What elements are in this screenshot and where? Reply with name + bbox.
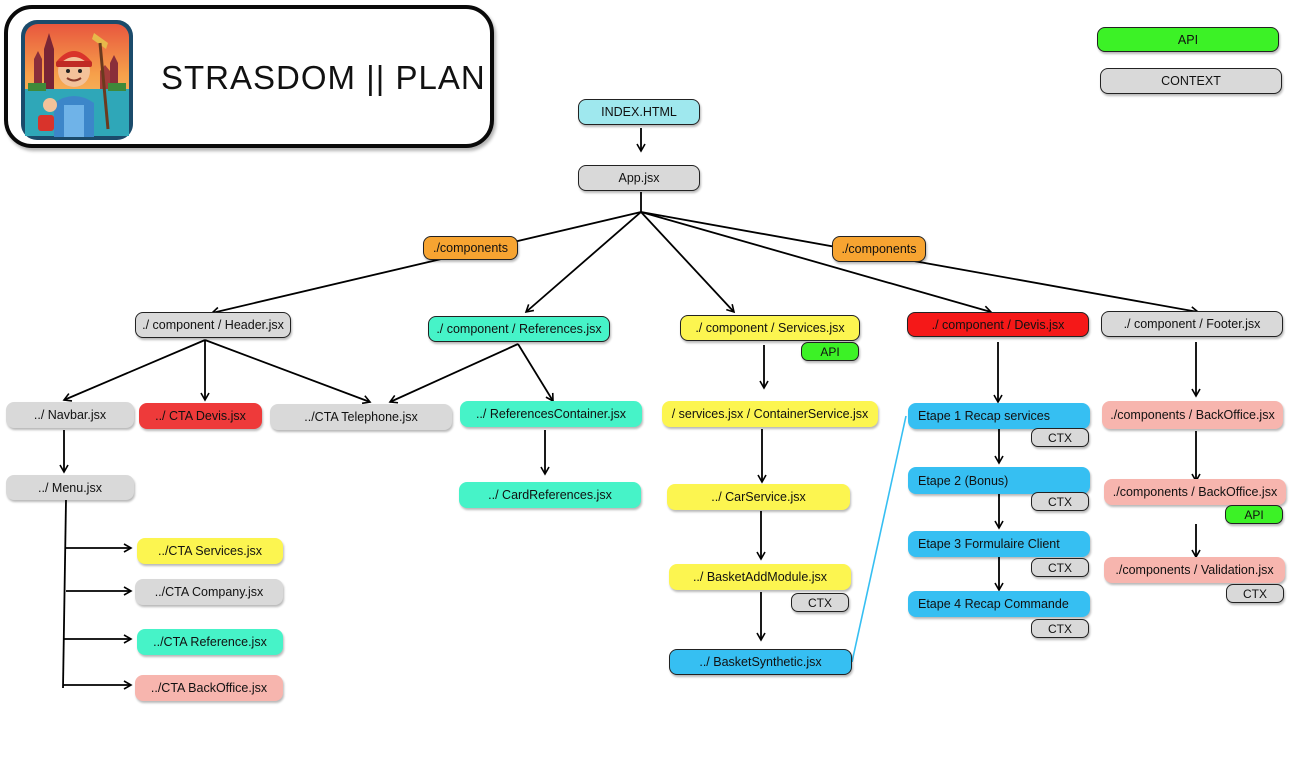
node-basket-add-module: ../ BasketAddModule.jsx [669, 564, 851, 590]
tag-basket-ctx: CTX [791, 593, 849, 612]
edge-synthetic-etape1 [851, 415, 907, 663]
node-etape4: Etape 4 Recap Commande [908, 591, 1090, 617]
node-backoffice-2: ./components / BackOffice.jsx [1104, 479, 1286, 505]
node-navbar: ../ Navbar.jsx [6, 402, 134, 428]
label-components-left: ./components [423, 236, 518, 260]
node-etape2: Etape 2 (Bonus) [908, 467, 1090, 494]
node-cta-backoffice: ../CTA BackOffice.jsx [135, 675, 283, 701]
legend-api: API [1097, 27, 1279, 52]
node-backoffice-1: ./components / BackOffice.jsx [1102, 401, 1283, 429]
tag-backoffice-api: API [1225, 505, 1283, 524]
node-references-container: ../ ReferencesContainer.jsx [460, 401, 642, 427]
node-basket-synthetic: ../ BasketSynthetic.jsx [669, 649, 852, 675]
edge-references-container [517, 343, 554, 403]
edge-header-navbar [62, 339, 206, 402]
node-card-references: ../ CardReferences.jsx [459, 482, 641, 508]
node-cta-devis: ../ CTA Devis.jsx [139, 403, 262, 429]
tag-etape4-ctx: CTX [1031, 619, 1089, 638]
legend-context: CONTEXT [1100, 68, 1282, 94]
node-container-service: / services.jsx / ContainerService.jsx [662, 401, 878, 427]
node-devis: ./ component / Devis.jsx [907, 312, 1089, 337]
tag-etape1-ctx: CTX [1031, 428, 1089, 447]
label-components-right: ./components [832, 236, 926, 262]
tag-validation-ctx: CTX [1226, 584, 1284, 603]
edge-references-ctatel [388, 343, 519, 404]
edge-menu-trunk [62, 499, 67, 689]
edge-app-references [524, 211, 642, 314]
tag-etape3-ctx: CTX [1031, 558, 1089, 577]
node-etape1: Etape 1 Recap services [908, 403, 1090, 429]
edge-app-header [210, 211, 642, 317]
node-etape3: Etape 3 Formulaire Client [908, 531, 1090, 557]
node-index-html: INDEX.HTML [578, 99, 700, 125]
node-validation: ./components / Validation.jsx [1104, 557, 1285, 583]
edge-header-ctatel [204, 339, 372, 405]
node-references: ./ component / References.jsx [428, 316, 610, 342]
node-cta-services: ../CTA Services.jsx [137, 538, 283, 564]
node-car-service: ../ CarService.jsx [667, 484, 850, 510]
node-app: App.jsx [578, 165, 700, 191]
node-cta-reference: ../CTA Reference.jsx [137, 629, 283, 655]
node-services: ./ component / Services.jsx [680, 315, 860, 341]
cleaner-mascot-logo [20, 19, 134, 141]
edge-app-footer [640, 211, 1200, 316]
node-menu: ../ Menu.jsx [6, 475, 134, 500]
tag-services-api: API [801, 342, 859, 361]
node-footer: ./ component / Footer.jsx [1101, 311, 1283, 337]
page-title: STRASDOM || PLAN [161, 59, 486, 96]
node-cta-telephone: ../CTA Telephone.jsx [270, 404, 452, 430]
title-card: STRASDOM || PLAN [4, 5, 494, 148]
node-header: ./ component / Header.jsx [135, 312, 291, 338]
edge-app-services [640, 211, 736, 314]
node-cta-company: ../CTA Company.jsx [135, 579, 283, 605]
tag-etape2-ctx: CTX [1031, 492, 1089, 511]
edge-app-devis [640, 211, 993, 315]
